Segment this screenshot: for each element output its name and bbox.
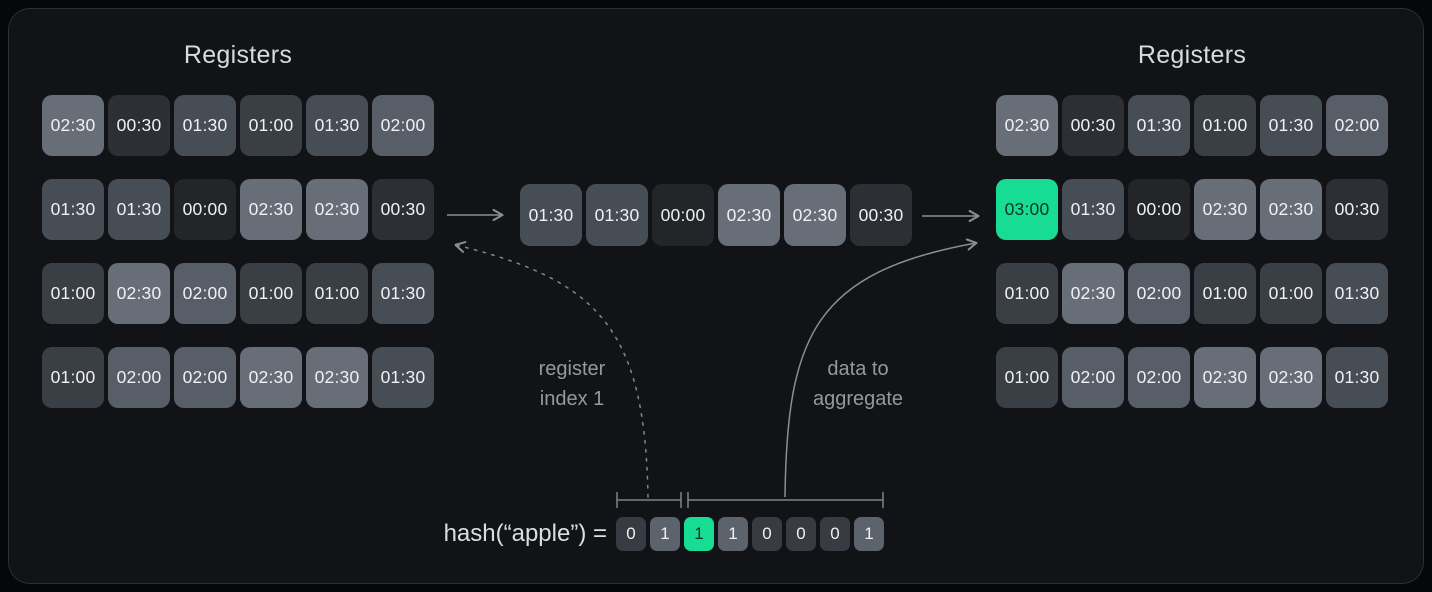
register-cell: 02:30 (108, 263, 170, 324)
data-aggregate-line1: data to (827, 358, 889, 380)
register-cell: 00:00 (652, 184, 714, 246)
register-cell: 02:30 (1194, 347, 1256, 408)
register-cell: 01:30 (174, 95, 236, 156)
register-cell: 02:00 (1128, 263, 1190, 324)
register-cell: 02:00 (108, 347, 170, 408)
register-cell: 01:00 (42, 347, 104, 408)
data-aggregate-line2: aggregate (812, 388, 904, 410)
hash-bit: 0 (786, 517, 816, 551)
register-cell: 01:30 (108, 179, 170, 240)
register-cell: 01:30 (520, 184, 582, 246)
register-index-annotation: register index 1 (472, 354, 672, 414)
left-registers-title: Registers (183, 41, 293, 69)
register-cell: 01:00 (240, 263, 302, 324)
register-cell: 02:00 (174, 263, 236, 324)
register-cell: 02:30 (240, 347, 302, 408)
register-cell: 00:00 (1128, 179, 1190, 240)
register-cell: 02:00 (372, 95, 434, 156)
register-cell: 02:00 (174, 347, 236, 408)
register-cell: 00:00 (174, 179, 236, 240)
register-cell: 00:30 (1062, 95, 1124, 156)
register-cell: 02:30 (306, 347, 368, 408)
register-cell: 02:30 (1260, 347, 1322, 408)
hash-bit: 0 (820, 517, 850, 551)
hash-bit-highlighted: 1 (684, 517, 714, 551)
register-cell: 01:30 (372, 263, 434, 324)
register-cell: 01:30 (1326, 263, 1388, 324)
register-cell: 02:00 (1062, 347, 1124, 408)
register-cell: 02:00 (1128, 347, 1190, 408)
hash-bit: 1 (854, 517, 884, 551)
register-cell: 01:30 (42, 179, 104, 240)
register-cell: 02:30 (1260, 179, 1322, 240)
register-cell: 00:30 (108, 95, 170, 156)
register-cell-highlighted: 03:00 (996, 179, 1058, 240)
register-cell: 01:00 (42, 263, 104, 324)
register-cell: 01:30 (1062, 179, 1124, 240)
register-cell: 02:30 (1062, 263, 1124, 324)
register-index-line2: index 1 (539, 388, 605, 410)
register-cell: 01:00 (1260, 263, 1322, 324)
register-cell: 02:30 (42, 95, 104, 156)
register-cell: 01:30 (306, 95, 368, 156)
hash-expression-label: hash(“apple”) = (443, 520, 607, 547)
register-cell: 02:30 (306, 179, 368, 240)
register-cell: 02:30 (784, 184, 846, 246)
register-cell: 01:00 (996, 263, 1058, 324)
hash-bit: 1 (718, 517, 748, 551)
register-cell: 01:30 (372, 347, 434, 408)
register-cell: 01:00 (996, 347, 1058, 408)
register-cell: 01:00 (1194, 263, 1256, 324)
register-cell: 00:30 (850, 184, 912, 246)
register-cell: 01:30 (1326, 347, 1388, 408)
register-cell: 01:00 (306, 263, 368, 324)
register-cell: 02:00 (1326, 95, 1388, 156)
hash-bit: 1 (650, 517, 680, 551)
register-cell: 02:30 (718, 184, 780, 246)
register-index-line1: register (538, 358, 606, 380)
register-cell: 01:00 (1194, 95, 1256, 156)
register-cell: 01:30 (1260, 95, 1322, 156)
register-cell: 01:30 (1128, 95, 1190, 156)
hash-bit: 0 (616, 517, 646, 551)
register-cell: 02:30 (996, 95, 1058, 156)
right-registers-title: Registers (1137, 41, 1247, 69)
register-cell: 02:30 (1194, 179, 1256, 240)
hash-bit: 0 (752, 517, 782, 551)
register-cell: 01:00 (240, 95, 302, 156)
register-cell: 00:30 (372, 179, 434, 240)
register-cell: 02:30 (240, 179, 302, 240)
register-cell: 01:30 (586, 184, 648, 246)
data-aggregate-annotation: data to aggregate (758, 354, 958, 414)
register-cell: 00:30 (1326, 179, 1388, 240)
